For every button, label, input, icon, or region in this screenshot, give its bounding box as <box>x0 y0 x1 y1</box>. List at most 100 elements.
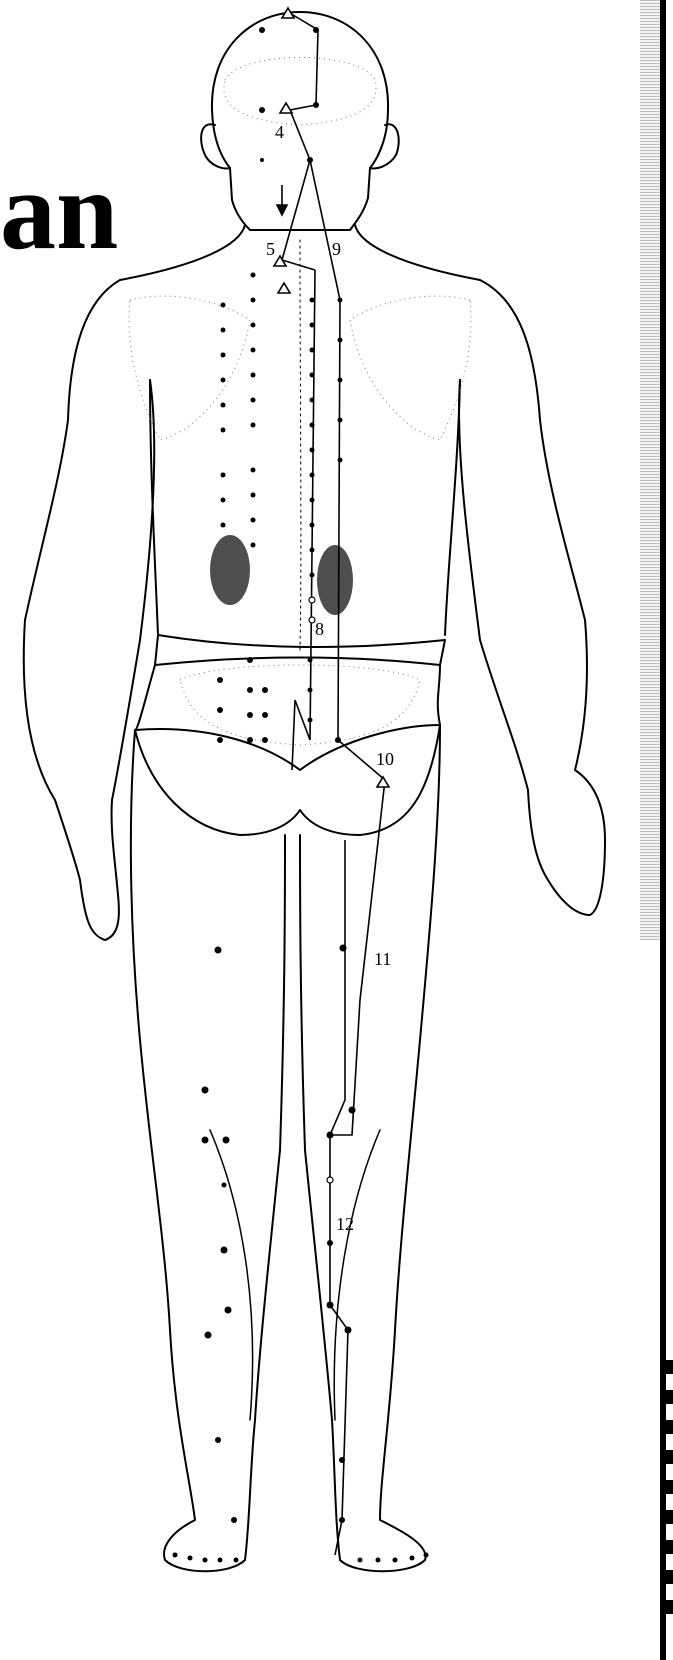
acupoint <box>215 1437 221 1443</box>
right-leg-outer <box>300 725 440 1571</box>
acupoint <box>310 573 315 578</box>
acupoint <box>338 298 343 303</box>
acupoint <box>223 1137 230 1144</box>
left-leg-outer <box>131 730 285 1571</box>
left-kidney <box>210 535 250 605</box>
spine-furrow <box>300 240 301 650</box>
scapula-right <box>350 296 471 440</box>
acupoint <box>221 428 226 433</box>
acupoint <box>327 1132 334 1139</box>
acupoint <box>310 323 315 328</box>
acupoint <box>262 712 268 718</box>
meridian-label-10: 10 <box>376 749 394 769</box>
acupoint <box>217 677 223 683</box>
meridian-label-11: 11 <box>374 949 391 969</box>
acupoint <box>310 473 315 478</box>
meridian-label-4: 4 <box>275 122 284 142</box>
acupoint <box>251 493 256 498</box>
acupoint <box>221 403 226 408</box>
triangle-marker-4 <box>280 103 292 113</box>
right-arm-inner <box>459 380 480 640</box>
acupoint <box>345 1327 352 1334</box>
acupoint <box>251 373 256 378</box>
acupoint <box>251 543 256 548</box>
acupoint <box>173 1553 178 1558</box>
acupoint <box>259 27 265 33</box>
acupoint <box>313 27 319 33</box>
acupoint <box>221 473 226 478</box>
acupoint <box>205 1332 212 1339</box>
acupoint <box>222 1183 227 1188</box>
acupoint <box>327 1302 334 1309</box>
acupoint <box>251 468 256 473</box>
acupoint <box>247 657 253 663</box>
acupoint <box>358 1558 363 1563</box>
acupoint <box>310 498 315 503</box>
acupoint-hollow <box>327 1177 333 1183</box>
acupoint <box>310 348 315 353</box>
acupoint <box>215 947 222 954</box>
acupoint <box>202 1087 209 1094</box>
acupoint <box>262 687 268 693</box>
neck-right <box>355 225 480 280</box>
meridian-label-8: 8 <box>315 619 324 639</box>
acupoint-hollow <box>309 597 315 603</box>
acupoint <box>247 712 253 718</box>
right-kidney <box>317 545 353 615</box>
acupoint <box>339 1517 345 1523</box>
acupoint <box>203 1558 208 1563</box>
acupoint <box>221 303 226 308</box>
acupoint <box>251 423 256 428</box>
meridian-path-9 <box>310 160 385 780</box>
acupoint <box>251 398 256 403</box>
acupoint <box>310 373 315 378</box>
meridian-label-5: 5 <box>266 239 275 259</box>
acupoint <box>251 273 256 278</box>
acupoint <box>225 1307 232 1314</box>
acupoint <box>424 1553 429 1558</box>
acupoint <box>251 518 256 523</box>
acupoint <box>308 688 313 693</box>
arrow-head <box>277 205 287 215</box>
acupoint <box>307 157 313 163</box>
acupoint <box>221 378 226 383</box>
acupoint <box>310 523 315 528</box>
acupoint <box>310 548 315 553</box>
triangle-marker-10 <box>377 777 389 787</box>
acupoint <box>310 298 315 303</box>
acupoint <box>349 1107 356 1114</box>
acupoint <box>338 458 343 463</box>
acupoint <box>251 348 256 353</box>
acupoint <box>234 1558 239 1563</box>
scapula-left <box>129 296 250 440</box>
acupoint <box>251 323 256 328</box>
acupoint <box>339 1457 345 1463</box>
acupoint <box>217 737 223 743</box>
acupoint <box>221 353 226 358</box>
acupoint <box>308 658 313 663</box>
right-arm-outline <box>480 280 605 915</box>
meridian-path-8 <box>292 270 315 770</box>
acupoint <box>202 1137 209 1144</box>
acupoint <box>410 1556 415 1561</box>
left-calf-line <box>210 1130 253 1420</box>
acupoint <box>310 423 315 428</box>
acupoint <box>335 737 341 743</box>
meridian-path-head <box>282 12 318 270</box>
acupoint <box>308 718 313 723</box>
acupoint <box>340 945 347 952</box>
meridian-label-12: 12 <box>336 1214 354 1234</box>
acupoint <box>338 418 343 423</box>
acupoint <box>338 338 343 343</box>
neck-left <box>120 225 245 280</box>
acupoint <box>221 1247 228 1254</box>
right-calf-line <box>334 1130 380 1420</box>
torso-right <box>445 380 460 635</box>
acupoint <box>231 1517 237 1523</box>
acupoint <box>218 1558 223 1563</box>
acupoint <box>217 707 223 713</box>
triangle-marker-5b <box>278 283 290 293</box>
acupoint <box>247 737 253 743</box>
acupoint <box>259 107 265 113</box>
